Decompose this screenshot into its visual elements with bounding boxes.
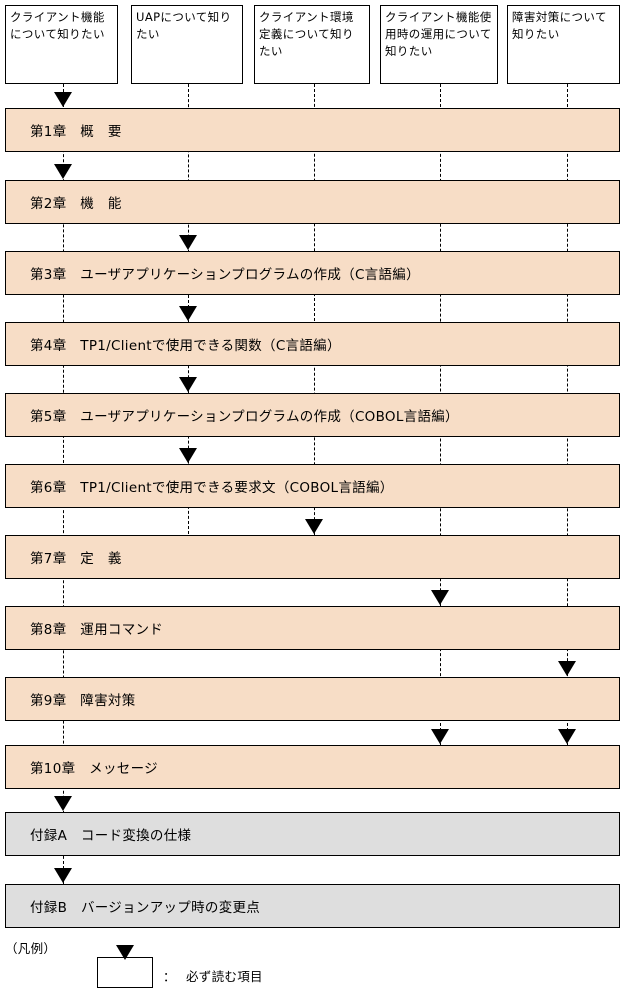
legend-sample-box bbox=[97, 957, 153, 988]
arrow-icon-ch10-col4 bbox=[431, 729, 449, 744]
bar-label: 第4章 TP1/Clientで使用できる関数（C言語編） bbox=[30, 338, 341, 354]
arrow-icon-ch6-col2 bbox=[179, 448, 197, 463]
bar-ch3[interactable]: 第3章 ユーザアプリケーションプログラムの作成（C言語編） bbox=[5, 251, 620, 295]
bar-label: 第1章 概 要 bbox=[30, 124, 122, 140]
bar-ch7[interactable]: 第7章 定 義 bbox=[5, 535, 620, 579]
bar-apa[interactable]: 付録A コード変換の仕様 bbox=[5, 812, 620, 856]
arrow-icon-ch9-col5 bbox=[558, 661, 576, 676]
guide-line-column-3 bbox=[313, 84, 315, 535]
legend-description: 必ず読む項目 bbox=[186, 969, 263, 984]
bar-ch4[interactable]: 第4章 TP1/Clientで使用できる関数（C言語編） bbox=[5, 322, 620, 366]
question-box-label: クライアント機能使用時の運用について知りたい bbox=[385, 10, 492, 58]
bar-ch6[interactable]: 第6章 TP1/Clientで使用できる要求文（COBOL言語編） bbox=[5, 464, 620, 508]
bar-ch5[interactable]: 第5章 ユーザアプリケーションプログラムの作成（COBOL言語編） bbox=[5, 393, 620, 437]
arrow-icon-ch3-col2 bbox=[179, 235, 197, 250]
arrow-icon-ch5-col2 bbox=[179, 377, 197, 392]
bar-label: 第5章 ユーザアプリケーションプログラムの作成（COBOL言語編） bbox=[30, 409, 459, 425]
arrow-icon-ch10-col5 bbox=[558, 729, 576, 744]
arrow-icon-ch4-col2 bbox=[179, 306, 197, 321]
question-box-label: UAPについて知りたい bbox=[136, 10, 232, 41]
bar-ch8[interactable]: 第8章 運用コマンド bbox=[5, 606, 620, 650]
arrow-icon-ch1-col1 bbox=[54, 92, 72, 107]
arrow-icon-ch8-col4 bbox=[431, 590, 449, 605]
arrow-icon-ch7-col3 bbox=[305, 519, 323, 534]
arrow-icon-apa-col1 bbox=[54, 796, 72, 811]
question-box-client-env-def[interactable]: クライアント環境定義について知りたい bbox=[254, 5, 370, 84]
legend-separator: ： bbox=[163, 969, 176, 984]
question-box-uap[interactable]: UAPについて知りたい bbox=[131, 5, 243, 84]
bar-label: 付録B バージョンアップ時の変更点 bbox=[30, 900, 261, 916]
bar-ch10[interactable]: 第10章 メッセージ bbox=[5, 745, 620, 789]
bar-label: 第2章 機 能 bbox=[30, 196, 122, 212]
bar-ch1[interactable]: 第1章 概 要 bbox=[5, 108, 620, 152]
question-box-failure[interactable]: 障害対策について知りたい bbox=[507, 5, 620, 84]
question-box-label: クライアント環境定義について知りたい bbox=[259, 10, 354, 58]
bar-label: 第9章 障害対策 bbox=[30, 693, 136, 709]
arrow-icon-ch2-col1 bbox=[54, 164, 72, 179]
arrow-icon-apb-col1 bbox=[54, 868, 72, 883]
bar-label: 第10章 メッセージ bbox=[30, 761, 158, 777]
bar-apb[interactable]: 付録B バージョンアップ時の変更点 bbox=[5, 884, 620, 928]
bar-ch9[interactable]: 第9章 障害対策 bbox=[5, 677, 620, 721]
question-box-client-function[interactable]: クライアント機能について知りたい bbox=[5, 5, 118, 84]
bar-label: 第3章 ユーザアプリケーションプログラムの作成（C言語編） bbox=[30, 267, 420, 283]
legend-title: （凡例） bbox=[5, 941, 57, 956]
legend-arrow-icon bbox=[116, 945, 134, 960]
bar-label: 第7章 定 義 bbox=[30, 551, 122, 567]
question-box-label: 障害対策について知りたい bbox=[512, 10, 607, 41]
question-box-label: クライアント機能について知りたい bbox=[10, 10, 105, 41]
question-box-client-ops[interactable]: クライアント機能使用時の運用について知りたい bbox=[380, 5, 498, 84]
bar-label: 第6章 TP1/Clientで使用できる要求文（COBOL言語編） bbox=[30, 480, 394, 496]
bar-ch2[interactable]: 第2章 機 能 bbox=[5, 180, 620, 224]
bar-label: 第8章 運用コマンド bbox=[30, 622, 164, 638]
bar-label: 付録A コード変換の仕様 bbox=[30, 828, 192, 844]
